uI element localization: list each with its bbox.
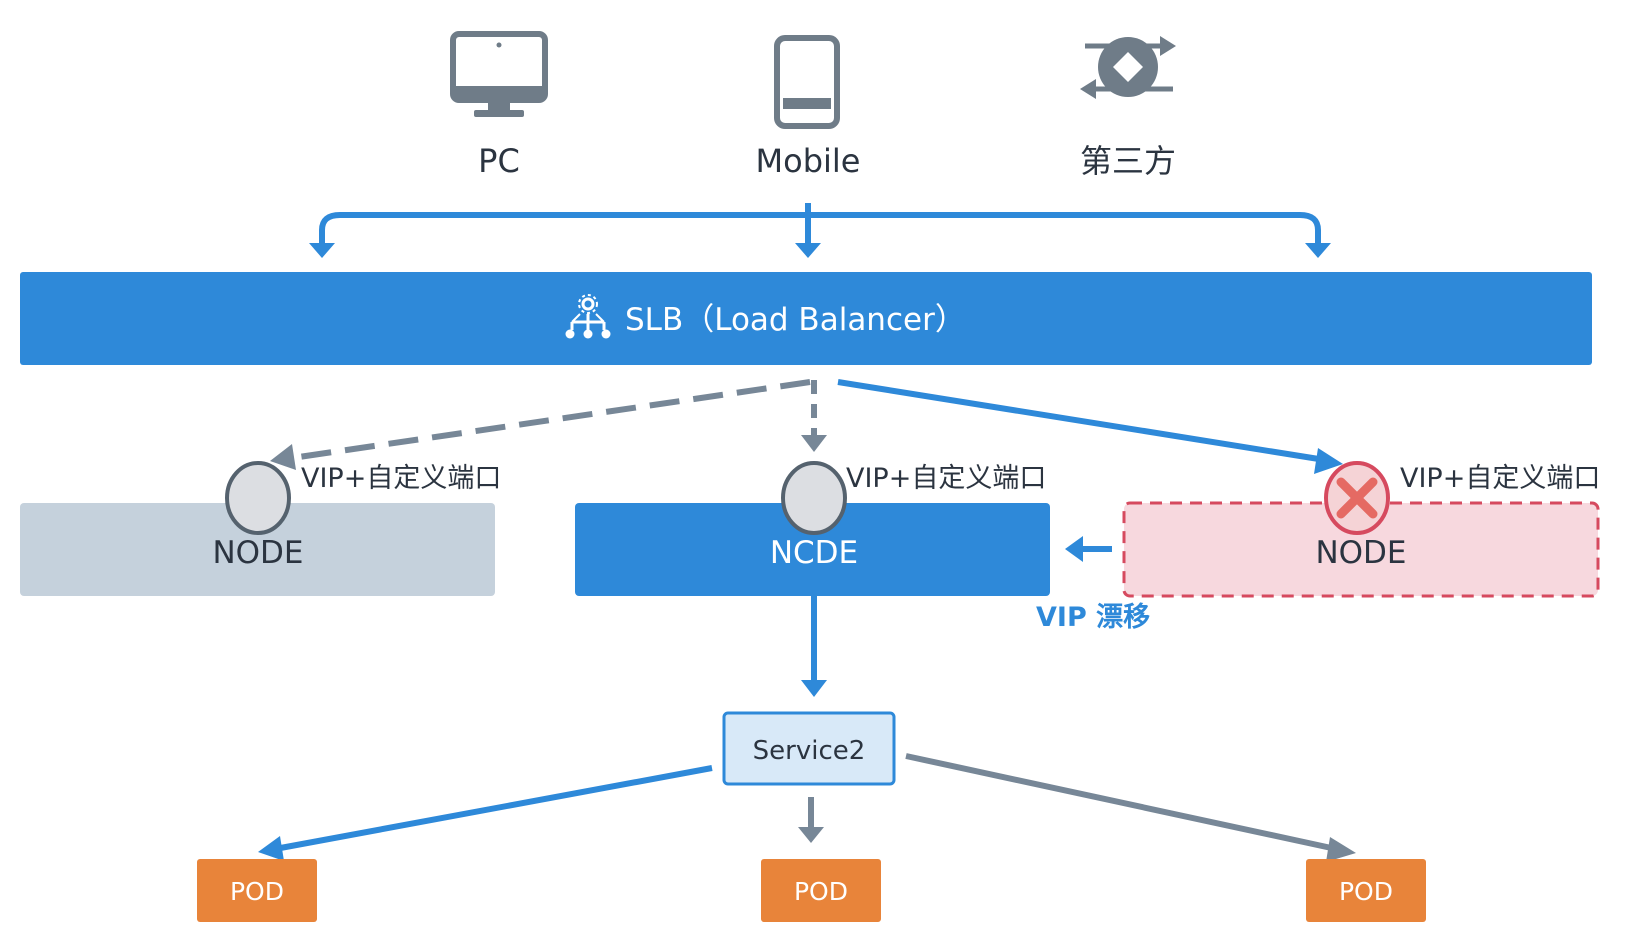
pod-2-label: POD — [794, 877, 848, 906]
slb-to-node2-dashed-arrow — [801, 380, 827, 452]
client-label-pc: PC — [478, 142, 520, 180]
service-to-pod1-arrow — [258, 765, 713, 861]
pod-2[interactable] — [761, 859, 881, 922]
vip-circle-node2 — [781, 461, 847, 535]
third-party-exchange-icon — [1080, 36, 1176, 99]
vip-failed-icon — [1324, 461, 1390, 535]
pod-3-label: POD — [1339, 877, 1393, 906]
service-box[interactable] — [722, 711, 896, 786]
mobile-phone-icon — [774, 35, 840, 129]
client-label-third-party: 第三方 — [1080, 142, 1176, 180]
service-to-pod3-arrow — [905, 753, 1356, 862]
pod-3[interactable] — [1306, 859, 1426, 922]
node1-vip-label: VIP+自定义端口 — [301, 463, 501, 494]
slb-to-node3-arrow — [837, 379, 1343, 474]
node-standby[interactable] — [20, 503, 495, 596]
pod-1[interactable] — [197, 859, 317, 922]
service-label: Service2 — [753, 736, 866, 766]
service-to-pod2-arrow — [798, 797, 824, 843]
client-to-slb-arrows — [309, 203, 1331, 258]
vip-drift-label: VIP 漂移 — [1036, 602, 1150, 633]
node3-vip-label: VIP+自定义端口 — [1400, 463, 1600, 494]
slb-label: SLB（Load Balancer） — [625, 302, 966, 338]
slb-bar[interactable] — [20, 272, 1592, 365]
node2-vip-label: VIP+自定义端口 — [846, 463, 1046, 494]
monitor-icon — [450, 31, 548, 117]
node-to-service-arrow — [801, 596, 827, 697]
slb-to-node1-dashed-arrow — [270, 379, 811, 470]
vip-drift-arrow — [1065, 536, 1112, 562]
load-balancer-icon — [565, 294, 611, 339]
pod-1-label: POD — [230, 877, 284, 906]
client-label-mobile: Mobile — [756, 142, 861, 180]
vip-circle-node1 — [225, 461, 291, 535]
node-active-label: NCDE — [770, 535, 858, 571]
node-standby-label: NODE — [212, 535, 303, 571]
node-failed-label: NODE — [1315, 535, 1406, 571]
node-active[interactable] — [575, 503, 1050, 596]
